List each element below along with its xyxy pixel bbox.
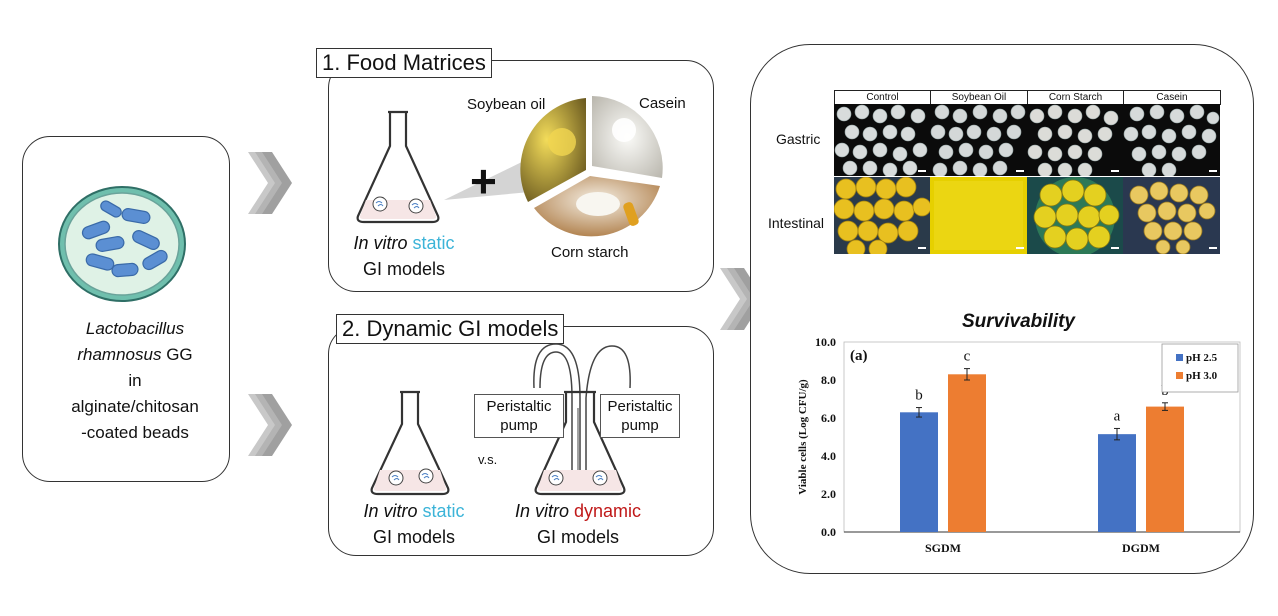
label-corn-starch: Corn starch — [551, 244, 629, 261]
bar-dgdm-ph25 — [1098, 434, 1136, 532]
dynamic-caption-dynamic: dynamic — [574, 501, 642, 521]
legend-swatch — [1176, 354, 1183, 361]
legend-swatch — [1176, 372, 1183, 379]
bacteria-line-2-species: rhamnosus — [77, 345, 162, 364]
bar-sgdm-ph25 — [900, 412, 938, 532]
static-caption-static: static — [422, 501, 465, 521]
significance-letter: b — [915, 388, 923, 404]
photo-intestinal-corn-starch — [1027, 177, 1123, 254]
y-tick-label: 4.0 — [821, 449, 836, 463]
dynamic-caption-line2: GI models — [536, 527, 620, 547]
static-caption-line2: GI models — [372, 527, 456, 547]
photo-intestinal-soybean-oil — [930, 177, 1027, 254]
grid-col-soybean-oil: Soybean Oil — [930, 90, 1028, 105]
y-tick-label: 2.0 — [821, 487, 836, 501]
dynamic-gi-title: 2. Dynamic GI models — [336, 314, 565, 344]
chevron-arrow-top-icon — [248, 152, 292, 214]
static-flask-2-icon — [370, 390, 450, 496]
y-tick-label: 0.0 — [821, 525, 836, 539]
food-matrices-title: 1. Food Matrices — [316, 48, 492, 78]
panel-label: (a) — [850, 348, 868, 364]
petri-dish-icon — [58, 186, 186, 302]
x-tick-label: DGDM — [1122, 541, 1160, 555]
bar-dgdm-ph30 — [1146, 406, 1184, 532]
plus-sign: + — [470, 155, 497, 207]
food-caption-line2: GI models — [362, 259, 446, 279]
food-pie-image — [520, 96, 663, 237]
survivability-title: Survivability — [962, 311, 1075, 332]
pump-right-line1: Peristaltic — [607, 398, 673, 415]
bacteria-line-3: in — [128, 371, 142, 390]
dynamic-dynamic-caption: In vitro dynamic GI models — [500, 498, 656, 550]
legend-label: pH 2.5 — [1186, 352, 1218, 364]
photo-intestinal-control — [834, 177, 930, 254]
photo-gastric-control — [834, 104, 930, 176]
photo-gastric-corn-starch — [1027, 104, 1123, 176]
bar-sgdm-ph30 — [948, 374, 986, 532]
bacteria-line-1: Lactobacillus — [85, 319, 185, 338]
dynamic-gi-panel — [328, 326, 714, 556]
peristaltic-pump-right: Peristaltic pump — [600, 394, 680, 438]
dynamic-caption-italic: In vitro — [514, 501, 569, 521]
static-flask-icon — [356, 110, 440, 224]
dynamic-flask-icon — [533, 343, 631, 496]
row-label-intestinal: Intestinal — [768, 215, 825, 231]
label-soybean-oil: Soybean oil — [467, 96, 546, 113]
label-casein: Casein — [639, 95, 686, 112]
dynamic-static-caption: In vitro static GI models — [344, 498, 484, 550]
y-tick-label: 10.0 — [815, 335, 836, 349]
versus-label: v.s. — [478, 452, 498, 467]
legend-box — [1161, 343, 1239, 393]
bacteria-label: Lactobacillus rhamnosus GG in alginate/c… — [22, 316, 248, 446]
bacteria-line-4: alginate/chitosan — [71, 397, 199, 416]
static-caption-italic: In vitro — [363, 501, 418, 521]
photo-intestinal-casein — [1123, 177, 1220, 254]
legend-label: pH 3.0 — [1186, 370, 1218, 382]
grid-col-casein: Casein — [1123, 90, 1221, 105]
peristaltic-pump-left: Peristaltic pump — [474, 394, 564, 438]
pump-left-line1: Peristaltic — [486, 398, 552, 415]
y-tick-label: 8.0 — [821, 373, 836, 387]
food-caption-static: static — [412, 233, 455, 253]
x-tick-label: SGDM — [925, 541, 961, 555]
bacteria-line-5: -coated beads — [81, 423, 189, 442]
photo-gastric-soybean-oil — [930, 104, 1027, 176]
grid-col-control: Control — [834, 90, 931, 105]
bacteria-line-2-strain: GG — [161, 345, 193, 364]
food-caption-italic: In vitro — [353, 233, 408, 253]
row-label-gastric: Gastric — [776, 131, 821, 147]
food-static-caption: In vitro static GI models — [334, 230, 474, 282]
pump-right-line2: pump — [621, 417, 659, 434]
significance-letter: c — [964, 349, 971, 365]
chevron-arrow-bottom-icon — [248, 394, 292, 456]
grid-col-corn-starch: Corn Starch — [1027, 90, 1124, 105]
photo-gastric-casein — [1123, 104, 1220, 176]
pump-left-line2: pump — [500, 417, 538, 434]
y-axis-title: Viable cells (Log CFU/g) — [797, 379, 809, 495]
y-tick-label: 6.0 — [821, 411, 836, 425]
significance-letter: a — [1114, 408, 1121, 424]
connector-wedge — [444, 158, 530, 200]
